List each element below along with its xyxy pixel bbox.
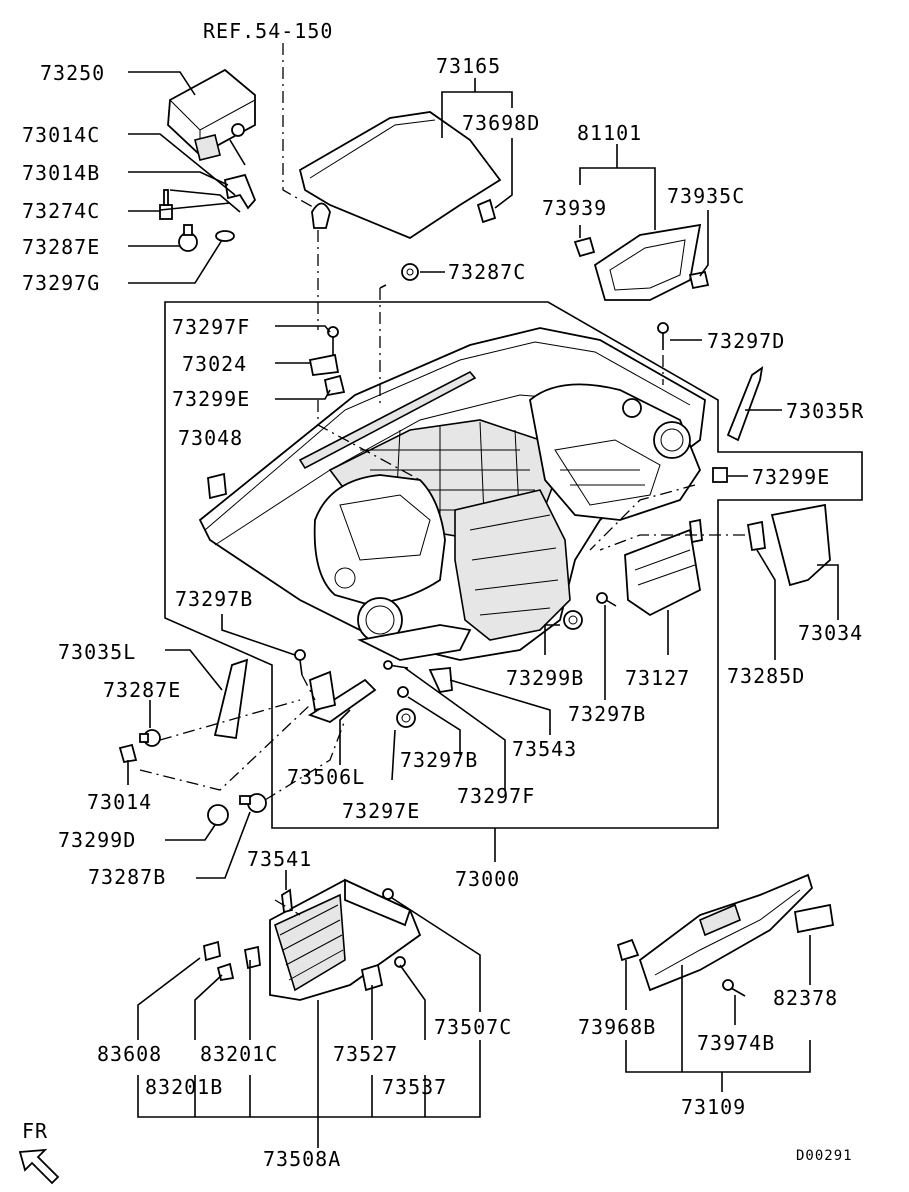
screw-73974B	[722, 979, 746, 997]
side-trim-73035L	[213, 658, 249, 740]
screw-73297F-top	[327, 326, 339, 355]
label-81101: 81101	[577, 121, 642, 145]
label-73968B: 73968B	[578, 1015, 656, 1039]
label-73285D: 73285D	[727, 664, 805, 688]
label-73000: 73000	[455, 867, 520, 891]
label-73048: 73048	[178, 426, 243, 450]
label-73165: 73165	[436, 54, 501, 78]
label-73507C: 73507C	[434, 1015, 512, 1039]
label-73035R: 73035R	[786, 399, 864, 423]
clip-73299B	[563, 610, 583, 630]
label-73297F-low: 73297F	[457, 784, 535, 808]
label-73109: 73109	[681, 1095, 746, 1119]
switch-82378	[793, 903, 835, 934]
label-73274C: 73274C	[22, 199, 100, 223]
label-73698D: 73698D	[462, 111, 540, 135]
side-trim-73035R	[726, 366, 764, 442]
label-fr: FR	[22, 1119, 48, 1143]
bracket-73014B	[223, 173, 257, 210]
nut-73287E-top	[178, 224, 198, 252]
label-73297D: 73297D	[707, 329, 785, 353]
label-73299D: 73299D	[58, 828, 136, 852]
cover-73034	[746, 503, 831, 587]
clip-73048	[207, 472, 227, 500]
screw-73297F-low	[383, 660, 409, 670]
label-73974B: 73974B	[697, 1031, 775, 1055]
label-73014C: 73014C	[22, 123, 100, 147]
meter-bezel-81101	[573, 223, 710, 301]
clip-73299E-left	[323, 374, 346, 397]
lower-cover-73109	[638, 873, 814, 992]
label-73297E: 73297E	[342, 799, 420, 823]
part-labels: REF.54-150 73165 73698D 81101 73939 7393…	[22, 19, 864, 1171]
label-73537: 73537	[382, 1075, 447, 1099]
diagram-code: D00291	[796, 1148, 853, 1164]
label-73014B: 73014B	[22, 161, 100, 185]
label-73299E-right: 73299E	[752, 465, 830, 489]
label-82378: 82378	[773, 986, 838, 1010]
label-73508A: 73508A	[263, 1147, 341, 1171]
bolt-73274C	[159, 189, 173, 220]
label-73034: 73034	[798, 621, 863, 645]
label-73297F-top: 73297F	[172, 315, 250, 339]
airbag-module-73250	[167, 68, 256, 166]
label-73543: 73543	[512, 737, 577, 761]
label-73541: 73541	[247, 847, 312, 871]
bracket-73543	[428, 667, 453, 694]
clip-73297E	[396, 708, 416, 728]
leader-lines	[127, 43, 839, 1148]
label-73935C: 73935C	[667, 184, 745, 208]
label-83608: 83608	[97, 1042, 162, 1066]
label-73939: 73939	[542, 196, 607, 220]
nut-73287C	[401, 263, 419, 281]
label-83201C: 83201C	[200, 1042, 278, 1066]
trim-73506L	[307, 670, 377, 724]
screw-73297B-left	[294, 649, 306, 676]
clip-73299E-right	[712, 467, 728, 483]
label-73127: 73127	[625, 666, 690, 690]
label-73299E-left: 73299E	[172, 387, 250, 411]
front-arrow-icon	[18, 1148, 60, 1185]
clip-73014	[118, 743, 138, 764]
label-73297B-right: 73297B	[568, 702, 646, 726]
label-73297B-mid: 73297B	[400, 748, 478, 772]
label-83201B: 83201B	[145, 1075, 223, 1099]
label-73527: 73527	[333, 1042, 398, 1066]
label-73024: 73024	[182, 352, 247, 376]
label-73297G: 73297G	[22, 271, 100, 295]
label-73287B: 73287B	[88, 865, 166, 889]
clip-73968B	[616, 938, 640, 962]
label-73287E-top: 73287E	[22, 235, 100, 259]
label-73035L: 73035L	[58, 640, 136, 664]
label-73250: 73250	[40, 61, 105, 85]
label-73506L: 73506L	[287, 765, 365, 789]
instrument-panel-73000	[198, 327, 706, 661]
bracket-73024	[308, 353, 340, 376]
screw-73297B-right	[596, 592, 617, 607]
nut-73287B	[239, 793, 267, 813]
label-ref: REF.54-150	[203, 19, 333, 43]
bracket-73127	[624, 518, 703, 617]
glove-box-73508A	[202, 878, 422, 1001]
screw-73297B-mid	[397, 686, 409, 698]
assembly-frame-73000	[164, 301, 863, 829]
label-73297B-left: 73297B	[175, 587, 253, 611]
label-73014: 73014	[87, 790, 152, 814]
nut-73287E-low	[139, 729, 161, 747]
screw-73297D	[657, 322, 669, 350]
label-73299B: 73299B	[506, 666, 584, 690]
clip-73297G	[215, 230, 235, 242]
label-73287C: 73287C	[448, 260, 526, 284]
label-73287E-low: 73287E	[103, 678, 181, 702]
top-cover-73165	[298, 111, 502, 240]
clip-73299D	[207, 804, 229, 826]
